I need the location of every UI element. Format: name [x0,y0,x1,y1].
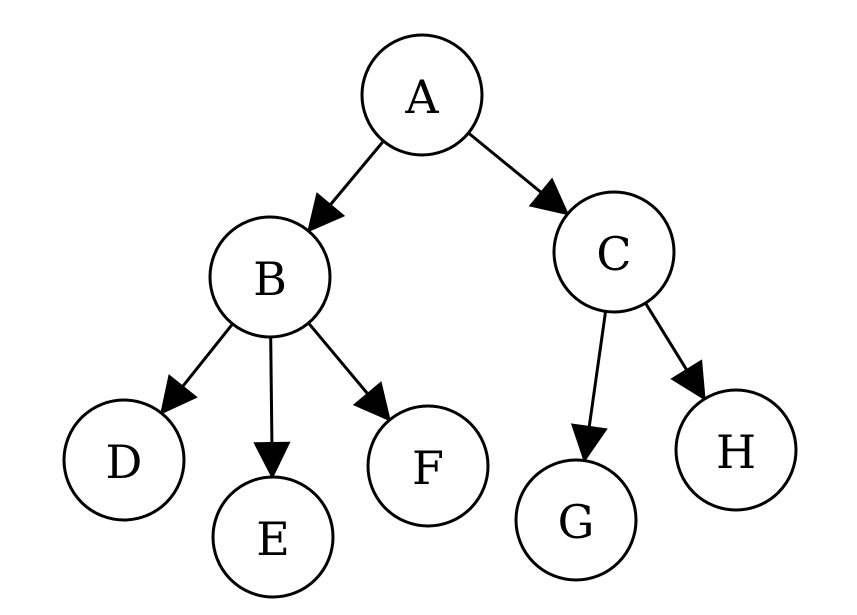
node-C: C [552,190,676,314]
arrowhead-icon [160,374,198,415]
edge-line [644,302,688,371]
edge-B-F [307,322,391,422]
node-circle [366,404,490,528]
node-circle [208,215,332,339]
edge-A-C [467,131,570,216]
node-label: E [256,512,290,566]
edges-layer [160,131,706,480]
node-circle [552,190,676,314]
edge-line [467,131,543,194]
arrowhead-icon [570,423,608,463]
nodes-layer: A B C D E F G H [62,33,798,599]
node-circle [674,388,798,512]
edge-C-H [644,302,706,401]
edge-line [269,336,274,444]
node-B: B [208,215,332,339]
node-E: E [211,475,335,599]
node-label: A [404,70,439,124]
edge-line [307,322,369,395]
edge-A-B [307,140,385,233]
edge-B-D [160,322,234,415]
arrowhead-icon [352,381,391,422]
node-label: D [106,435,143,489]
edge-line [181,322,234,388]
node-H: H [674,388,798,512]
node-D: D [62,398,186,522]
node-label: F [412,441,444,495]
node-label: B [253,252,287,306]
node-circle [514,458,638,582]
node-circle [211,475,335,599]
arrowhead-icon [670,359,706,401]
node-F: F [366,404,490,528]
node-A: A [360,33,484,157]
edge-B-E [253,336,291,480]
node-circle [360,33,484,157]
edge-C-G [570,311,608,463]
edge-line [587,311,608,428]
arrowhead-icon [307,192,346,233]
arrowhead-icon [528,177,570,216]
arrowhead-icon [253,441,291,480]
node-label: G [558,495,595,549]
edge-line [329,140,385,206]
node-circle [62,398,186,522]
node-label: C [596,227,631,281]
node-G: G [514,458,638,582]
node-label: H [716,425,756,479]
